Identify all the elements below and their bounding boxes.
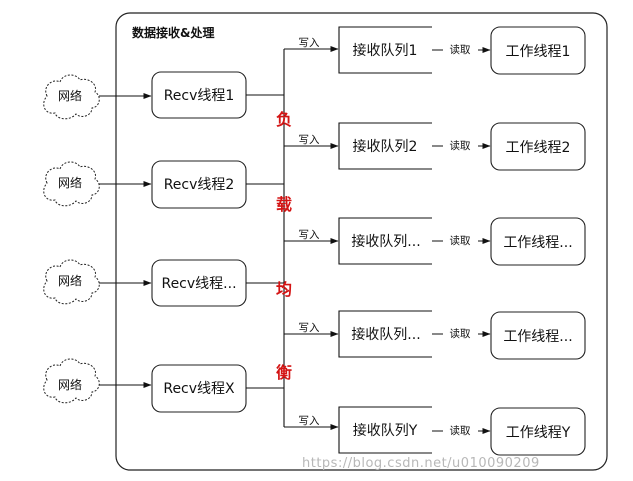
worker-thread-1: 工作线程1 bbox=[490, 26, 586, 75]
worker-thread-5: 工作线程Y bbox=[490, 407, 586, 456]
read-label: 读取 bbox=[450, 234, 471, 247]
read-label: 读取 bbox=[450, 43, 471, 56]
worker-thread-label: 工作线程... bbox=[503, 329, 572, 345]
queue-label: 接收队列1 bbox=[353, 42, 418, 59]
recv-thread-label: Recv线程1 bbox=[164, 88, 235, 104]
receive-queue-5: 接收队列Y bbox=[338, 406, 432, 454]
receive-queue-2: 接收队列2 bbox=[338, 122, 432, 170]
worker-thread-label: 工作线程2 bbox=[506, 140, 571, 156]
receive-queue-1: 接收队列1 bbox=[338, 26, 432, 74]
panel-title: 数据接收&处理 bbox=[132, 25, 214, 40]
network-cloud-4: 网络 bbox=[43, 358, 100, 404]
worker-thread-4: 工作线程... bbox=[490, 311, 586, 360]
queue-label: 接收队列... bbox=[351, 233, 420, 250]
recv-thread-3: Recv线程... bbox=[151, 259, 247, 307]
read-label: 读取 bbox=[450, 139, 471, 152]
queue-label: 接收队列Y bbox=[353, 422, 418, 439]
receive-queue-4: 接收队列... bbox=[338, 310, 432, 358]
network-label: 网络 bbox=[58, 273, 82, 288]
recv-thread-label: Recv线程2 bbox=[164, 177, 235, 193]
worker-thread-2: 工作线程2 bbox=[490, 122, 586, 171]
worker-thread-label: 工作线程... bbox=[503, 235, 572, 251]
recv-thread-4: Recv线程X bbox=[151, 364, 247, 413]
processing-panel bbox=[115, 12, 608, 471]
network-label: 网络 bbox=[58, 88, 82, 103]
recv-thread-2: Recv线程2 bbox=[151, 160, 247, 209]
network-label: 网络 bbox=[58, 377, 82, 392]
worker-thread-3: 工作线程... bbox=[490, 217, 586, 266]
load-balance-char: 衡 bbox=[276, 363, 292, 382]
worker-thread-label: 工作线程Y bbox=[506, 425, 571, 441]
load-balance-char: 均 bbox=[276, 280, 292, 299]
recv-thread-1: Recv线程1 bbox=[151, 71, 247, 119]
write-label: 写入 bbox=[299, 134, 320, 146]
load-balance-char: 负 bbox=[276, 110, 292, 129]
network-label: 网络 bbox=[58, 175, 82, 190]
read-label: 读取 bbox=[450, 327, 471, 340]
write-label: 写入 bbox=[299, 229, 320, 241]
load-balance-char: 载 bbox=[276, 195, 292, 214]
worker-thread-label: 工作线程1 bbox=[506, 44, 571, 60]
write-label: 写入 bbox=[299, 415, 320, 427]
write-label: 写入 bbox=[299, 322, 320, 334]
queue-label: 接收队列2 bbox=[353, 138, 418, 155]
recv-thread-label: Recv线程X bbox=[163, 381, 235, 397]
receive-queue-3: 接收队列... bbox=[338, 217, 432, 265]
read-label: 读取 bbox=[450, 424, 471, 437]
queue-label: 接收队列... bbox=[351, 326, 420, 343]
write-label: 写入 bbox=[299, 37, 320, 49]
watermark: https://blog.csdn.net/u010090209 bbox=[302, 456, 540, 471]
network-cloud-1: 网络 bbox=[43, 74, 100, 120]
recv-thread-label: Recv线程... bbox=[161, 276, 236, 292]
network-cloud-3: 网络 bbox=[43, 259, 100, 305]
network-cloud-2: 网络 bbox=[43, 161, 100, 207]
